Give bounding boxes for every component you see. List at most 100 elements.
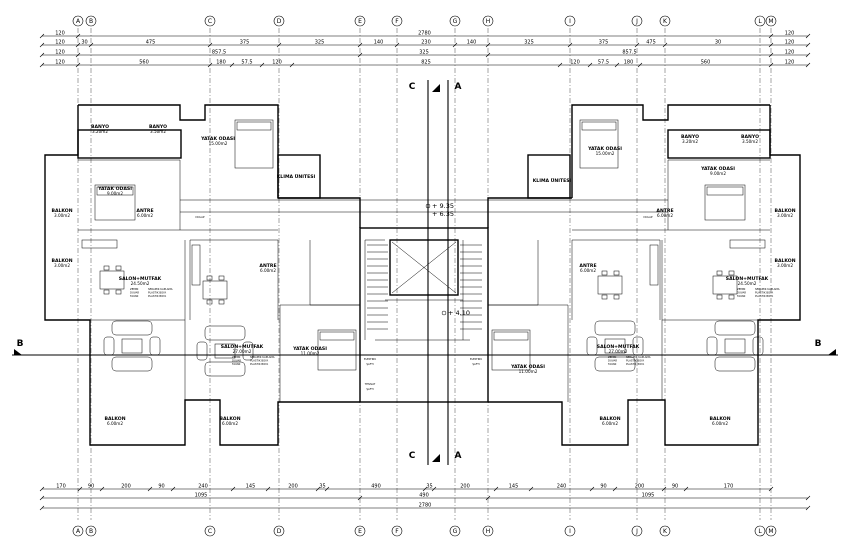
dim-top-row4-tick xyxy=(259,62,265,68)
room-area: 3.00m2 xyxy=(54,263,70,268)
finish-spec: SERAMIK KAPLAMA xyxy=(250,355,275,359)
wall-left-west xyxy=(44,105,91,405)
dim-top-row3-tick xyxy=(39,52,45,58)
room-area: 9.00m2 xyxy=(107,191,123,196)
axis-label-top-k: K xyxy=(663,18,668,25)
wall-right-bedroom-north xyxy=(487,197,572,228)
axis-bubble-bottom-f xyxy=(391,525,403,537)
dining-1-chair xyxy=(103,265,110,271)
section-mark-b-left: B xyxy=(17,339,24,349)
axis-bubble-top-k xyxy=(659,15,671,27)
finish-spec: TAVAN xyxy=(608,362,616,366)
level-marker xyxy=(441,310,447,316)
room-name: BALKON xyxy=(774,208,795,214)
room-area: 6.00m2 xyxy=(580,268,596,273)
living-1-sofa xyxy=(111,320,153,336)
finish-spec: ZEMIN xyxy=(130,287,138,291)
dim-bottom-row1-tick xyxy=(493,486,499,492)
room-area: 3.00m2 xyxy=(54,213,70,218)
dim-bottom-row1-tick xyxy=(230,486,236,492)
room-area: 3.50m2 xyxy=(150,129,166,134)
dim-top-row4-value: 180 xyxy=(216,60,226,66)
elektrik-label: ELEKTRIK xyxy=(470,357,482,361)
axis-label-top-b: B xyxy=(89,18,93,25)
axis-bubble-top-i xyxy=(564,15,576,27)
axis-label-bottom-f: F xyxy=(395,528,399,535)
dining-3-chair xyxy=(613,270,620,276)
axis-bubble-bottom-g xyxy=(449,525,461,537)
dining-1-chair xyxy=(103,289,110,295)
axis-label-top-a: A xyxy=(76,18,81,25)
dining-4-table xyxy=(712,275,738,295)
axis-bubble-top-d xyxy=(273,15,285,27)
dim-top-row4-tick xyxy=(587,62,593,68)
section-mark-a-bottom: A xyxy=(455,451,462,461)
dim-bottom-row1-value: 490 xyxy=(371,484,381,490)
bath-left-block xyxy=(77,129,182,159)
dim-top-row2-value: 375 xyxy=(240,40,250,46)
saft-label: ŞAFTI xyxy=(366,387,373,391)
finish-spec: ZEMIN xyxy=(608,355,616,359)
dining-4-chair xyxy=(728,294,735,300)
dim-top-row4-value: 180 xyxy=(624,60,634,66)
dining-2-table xyxy=(202,280,228,300)
axis-label-bottom-m: M xyxy=(768,528,773,535)
wall-right-north xyxy=(571,104,770,198)
dim-top-row2-tick xyxy=(805,42,811,48)
axis-bubble-bottom-h xyxy=(482,525,494,537)
dim-top-row3-value: 857.5 xyxy=(622,50,636,56)
axis-bubble-bottom-e xyxy=(354,525,366,537)
dim-bottom-row1-value: 145 xyxy=(246,484,256,490)
room-name: BANYO xyxy=(741,134,759,140)
finish-spec: PLASTIK BOYA xyxy=(755,291,773,295)
dim-bottom-row2-tick xyxy=(805,495,811,501)
dim-top-row1-value: 120 xyxy=(785,31,795,37)
axis-bubble-bottom-j xyxy=(631,525,643,537)
axis-bubble-bottom-a xyxy=(72,525,84,537)
room-area: 6.00m2 xyxy=(657,213,673,218)
core-stair-walls xyxy=(359,227,489,403)
wall-left-north xyxy=(78,104,279,198)
room-name: BANYO xyxy=(681,134,699,140)
room-name: YATAK ODASI xyxy=(292,346,327,352)
room-area: 3.00m2 xyxy=(777,213,793,218)
room-area: 3.50m2 xyxy=(742,139,758,144)
bed-4-bed xyxy=(579,119,619,169)
dim-top-row2-value: 120 xyxy=(55,40,65,46)
dim-top-row1-value: 120 xyxy=(55,31,65,37)
bed-3-bed xyxy=(317,329,357,371)
axis-bubble-top-j xyxy=(631,15,643,27)
axis-label-top-e: E xyxy=(358,18,362,25)
dim-bottom-row1-value: 240 xyxy=(557,484,567,490)
dim-top-row3-value: 857.5 xyxy=(212,50,226,56)
dim-bottom-row3-tick xyxy=(39,505,45,511)
finish-spec: TAVAN xyxy=(130,294,138,298)
dim-bottom-row1-value: 90 xyxy=(158,484,164,490)
room-name: YATAK ODASI xyxy=(587,146,622,152)
axis-label-bottom-g: G xyxy=(453,528,458,535)
room-name: BALKON xyxy=(599,416,620,422)
axis-label-bottom-h: H xyxy=(486,528,491,535)
dim-top-row3-value: 325 xyxy=(419,50,429,56)
dim-bottom-row1-tick xyxy=(147,486,153,492)
dining-4-chair xyxy=(716,294,723,300)
room-area: 3.20m2 xyxy=(92,129,108,134)
room-area: 11.00m2 xyxy=(301,351,320,356)
room-name: KLIMA ÜNITESI xyxy=(533,177,572,184)
dining-3-chair xyxy=(601,270,608,276)
axis-label-bottom-c: C xyxy=(208,528,212,535)
bed-2-bed xyxy=(94,184,136,221)
dim-top-row2-value: 30 xyxy=(715,40,721,46)
dim-bottom-row1-value: 170 xyxy=(724,484,734,490)
dim-bottom-row1-tick xyxy=(265,486,271,492)
finish-spec: SERAMIK KAPLAMA xyxy=(148,287,173,291)
room-area: 3.00m2 xyxy=(777,263,793,268)
axis-label-top-j: J xyxy=(635,18,638,25)
dim-top-row4-value: 120 xyxy=(570,60,580,66)
dining-4-chair xyxy=(728,270,735,276)
bed-5-pillow xyxy=(706,186,744,196)
axis-bubble-bottom-b xyxy=(85,525,97,537)
